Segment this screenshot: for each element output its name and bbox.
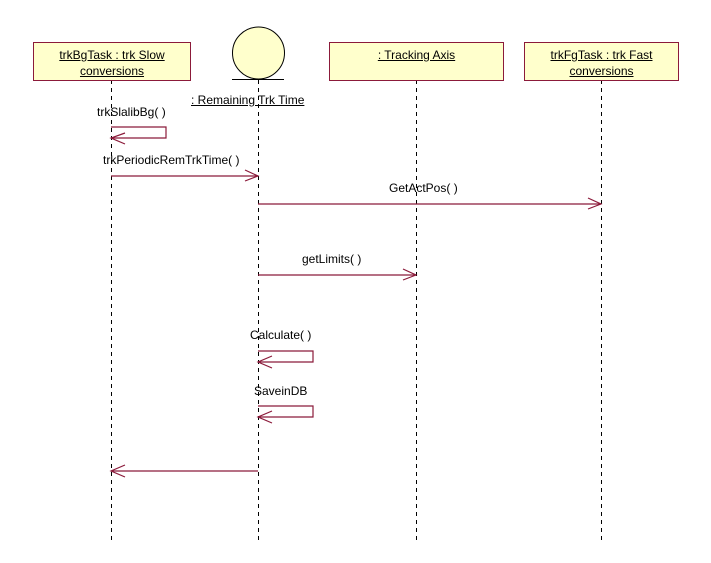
arrowhead xyxy=(402,268,418,281)
message-label: Calculate( ) xyxy=(250,328,312,342)
message-arrow-trkslalibbg xyxy=(111,126,167,139)
arrowhead xyxy=(256,410,273,424)
message-label: trkSlalibBg( ) xyxy=(97,105,166,119)
arrowhead xyxy=(587,197,603,210)
message-label: trkPeriodicRemTrkTime( ) xyxy=(103,153,240,167)
object-trkbgtask[interactable]: trkBgTask : trk Slow conversions xyxy=(33,42,191,81)
message-label: SaveinDB xyxy=(254,384,308,398)
arrowhead xyxy=(109,464,126,478)
message-label: getLimits( ) xyxy=(302,252,362,266)
object-trkfgtask[interactable]: trkFgTask : trk Fast conversions xyxy=(524,42,679,81)
entity-label-remaining-trk-time[interactable]: : Remaining Trk Time xyxy=(191,93,305,107)
object-tracking-axis[interactable]: : Tracking Axis xyxy=(329,42,504,81)
arrowhead xyxy=(244,169,260,182)
arrowhead xyxy=(109,132,126,145)
message-label: GetActPos( ) xyxy=(389,181,458,195)
entity-icon xyxy=(232,26,285,80)
message-arrow-calculate xyxy=(258,350,314,363)
message-arrow-saveindb xyxy=(258,405,314,418)
arrowhead xyxy=(256,355,273,369)
